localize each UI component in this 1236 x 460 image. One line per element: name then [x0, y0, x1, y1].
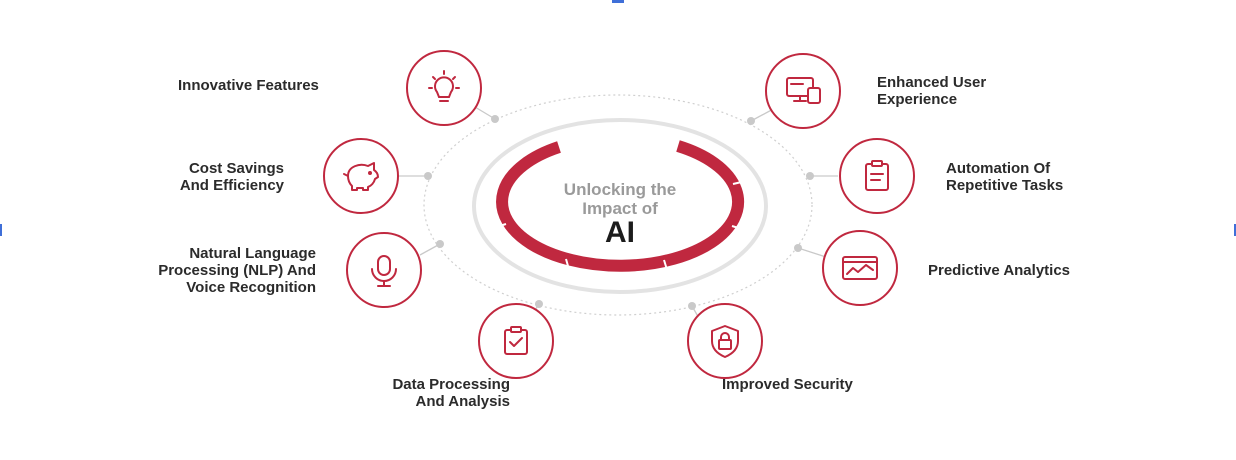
devices-icon	[786, 77, 821, 104]
node-nlp	[346, 232, 422, 308]
center-title-ai: AI	[605, 216, 635, 249]
edge-marker-left	[0, 224, 2, 236]
clipboard-check-icon	[504, 326, 528, 355]
label-cost-savings: Cost Savings And Efficiency	[179, 160, 284, 194]
label-improved-security: Improved Security	[722, 376, 853, 393]
edge-marker-top	[612, 0, 624, 3]
label-nlp: Natural Language Processing (NLP) And Vo…	[158, 245, 316, 296]
piggy-bank-icon	[343, 162, 379, 191]
center-red-arc	[492, 140, 747, 274]
label-predictive-analytics: Predictive Analytics	[928, 262, 1071, 279]
node-enhanced-user-experience	[765, 53, 841, 129]
shield-lock-icon	[711, 325, 739, 358]
lightbulb-icon	[428, 70, 460, 102]
node-innovative-features	[406, 50, 482, 126]
edge-marker-right	[1234, 224, 1236, 236]
dotted-outer-ring	[423, 94, 813, 316]
label-data-processing: Data Processing And Analysis	[392, 376, 510, 410]
microphone-icon	[371, 255, 397, 287]
node-improved-security	[687, 303, 763, 379]
node-automation	[839, 138, 915, 214]
inner-light-ring	[472, 118, 768, 294]
center-title-line1: Unlocking the	[563, 180, 677, 199]
label-automation: Automation Of Repetitive Tasks	[946, 160, 1064, 194]
label-enhanced-user-experience: Enhanced User Experience	[877, 74, 987, 108]
center-title-line2: Impact of	[582, 199, 658, 218]
label-innovative-features: Innovative Features	[178, 77, 319, 94]
node-predictive-analytics	[822, 230, 898, 306]
node-cost-savings	[323, 138, 399, 214]
clipboard-icon	[865, 160, 889, 191]
node-data-processing	[478, 303, 554, 379]
analytics-screen-icon	[842, 256, 878, 280]
